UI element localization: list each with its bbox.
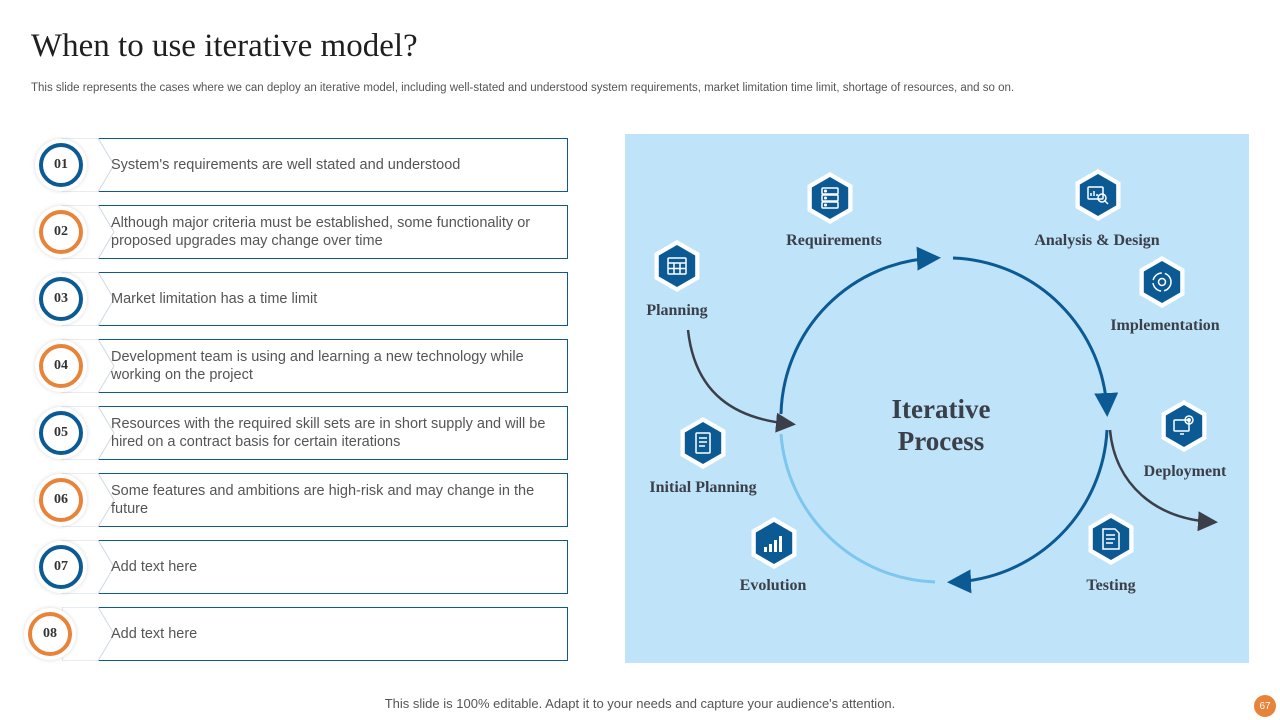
center-title-line2: Process bbox=[898, 426, 984, 456]
item-text: Although major criteria must be establis… bbox=[111, 215, 531, 249]
item-text: Resources with the required skill sets a… bbox=[111, 416, 546, 450]
chevron-pointer bbox=[62, 607, 115, 661]
checklist-server-icon bbox=[821, 187, 839, 209]
stage-implementation bbox=[1139, 256, 1185, 308]
criteria-item-8: 08 Add text here bbox=[24, 607, 568, 661]
criteria-item-6: 06 Some features and ambitions are high-… bbox=[28, 473, 568, 527]
label-testing: Testing bbox=[1086, 577, 1135, 594]
label-initial-planning: Initial Planning bbox=[649, 479, 756, 496]
label-planning: Planning bbox=[646, 302, 707, 319]
label-implementation: Implementation bbox=[1110, 317, 1219, 334]
number-badge: 08 bbox=[24, 608, 76, 660]
item-text: Development team is using and learning a… bbox=[111, 349, 524, 383]
criteria-item-5: 05 Resources with the required skill set… bbox=[28, 406, 568, 460]
arrow-into-cycle bbox=[686, 329, 796, 433]
number-badge: 04 bbox=[35, 340, 87, 392]
arc-evolution-return bbox=[779, 433, 936, 584]
iterative-process-diagram: Iterative Process Planning R bbox=[646, 169, 1227, 594]
item-box bbox=[74, 272, 568, 326]
criteria-item-4: 04 Development team is using and learnin… bbox=[28, 339, 568, 393]
label-analysis-design: Analysis & Design bbox=[1034, 232, 1159, 249]
item-text: Some features and ambitions are high-ris… bbox=[111, 483, 535, 517]
item-text: Market limitation has a time limit bbox=[111, 291, 318, 307]
iterative-process-panel: Iterative Process Planning R bbox=[625, 134, 1249, 663]
item-box bbox=[74, 205, 568, 259]
item-text: System's requirements are well stated an… bbox=[111, 157, 461, 173]
item-box bbox=[74, 339, 568, 393]
stage-testing bbox=[1088, 513, 1134, 565]
number-badge: 02 bbox=[35, 206, 87, 258]
criteria-item-2: 02 Although major criteria must be estab… bbox=[28, 205, 568, 259]
stage-analysis-design bbox=[1075, 169, 1121, 221]
item-text: Add text here bbox=[111, 559, 198, 575]
slide-subtitle: This slide represents the cases where we… bbox=[31, 82, 1015, 94]
stage-requirements bbox=[807, 172, 853, 224]
monitor-gear-icon bbox=[1173, 415, 1194, 435]
item-box bbox=[74, 540, 568, 594]
arc-deployment-to-testing bbox=[947, 429, 1109, 594]
criteria-item-3: 03 Market limitation has a time limit bbox=[28, 272, 568, 326]
arc-planning-to-requirements bbox=[779, 246, 941, 415]
number-badge: 01 bbox=[35, 139, 87, 191]
calendar-icon bbox=[667, 257, 687, 275]
criteria-item-1: 01 System's requirements are well stated… bbox=[28, 138, 568, 192]
page-number-badge: 67 bbox=[1254, 695, 1276, 717]
stage-initial-planning bbox=[680, 417, 726, 469]
footer-note: This slide is 100% editable. Adapt it to… bbox=[384, 696, 896, 711]
bar-growth-icon bbox=[764, 536, 782, 552]
center-title-line1: Iterative bbox=[892, 394, 991, 424]
slide-title: When to use iterative model? bbox=[31, 28, 418, 64]
item-box bbox=[74, 138, 568, 192]
item-box bbox=[74, 473, 568, 527]
document-pen-icon bbox=[1102, 528, 1120, 550]
label-evolution: Evolution bbox=[740, 577, 807, 594]
number-badge: 07 bbox=[35, 541, 87, 593]
number-badge: 05 bbox=[35, 407, 87, 459]
cycle-gear-icon bbox=[1152, 272, 1172, 292]
label-requirements: Requirements bbox=[786, 232, 882, 249]
arrow-out-of-cycle bbox=[1108, 429, 1218, 532]
chart-search-icon bbox=[1087, 186, 1109, 205]
item-box bbox=[74, 607, 568, 661]
arc-analysis-to-deployment bbox=[952, 256, 1119, 417]
stage-planning bbox=[654, 240, 700, 292]
criteria-list: 01 System's requirements are well stated… bbox=[0, 0, 600, 700]
label-deployment: Deployment bbox=[1144, 463, 1227, 480]
item-box bbox=[74, 406, 568, 460]
criteria-item-7: 07 Add text here bbox=[28, 540, 568, 594]
stage-deployment bbox=[1161, 400, 1207, 452]
document-plan-icon bbox=[695, 432, 711, 454]
stage-evolution bbox=[751, 517, 797, 569]
number-badge: 06 bbox=[35, 474, 87, 526]
number-badge: 03 bbox=[35, 273, 87, 325]
item-text: Add text here bbox=[111, 626, 198, 642]
